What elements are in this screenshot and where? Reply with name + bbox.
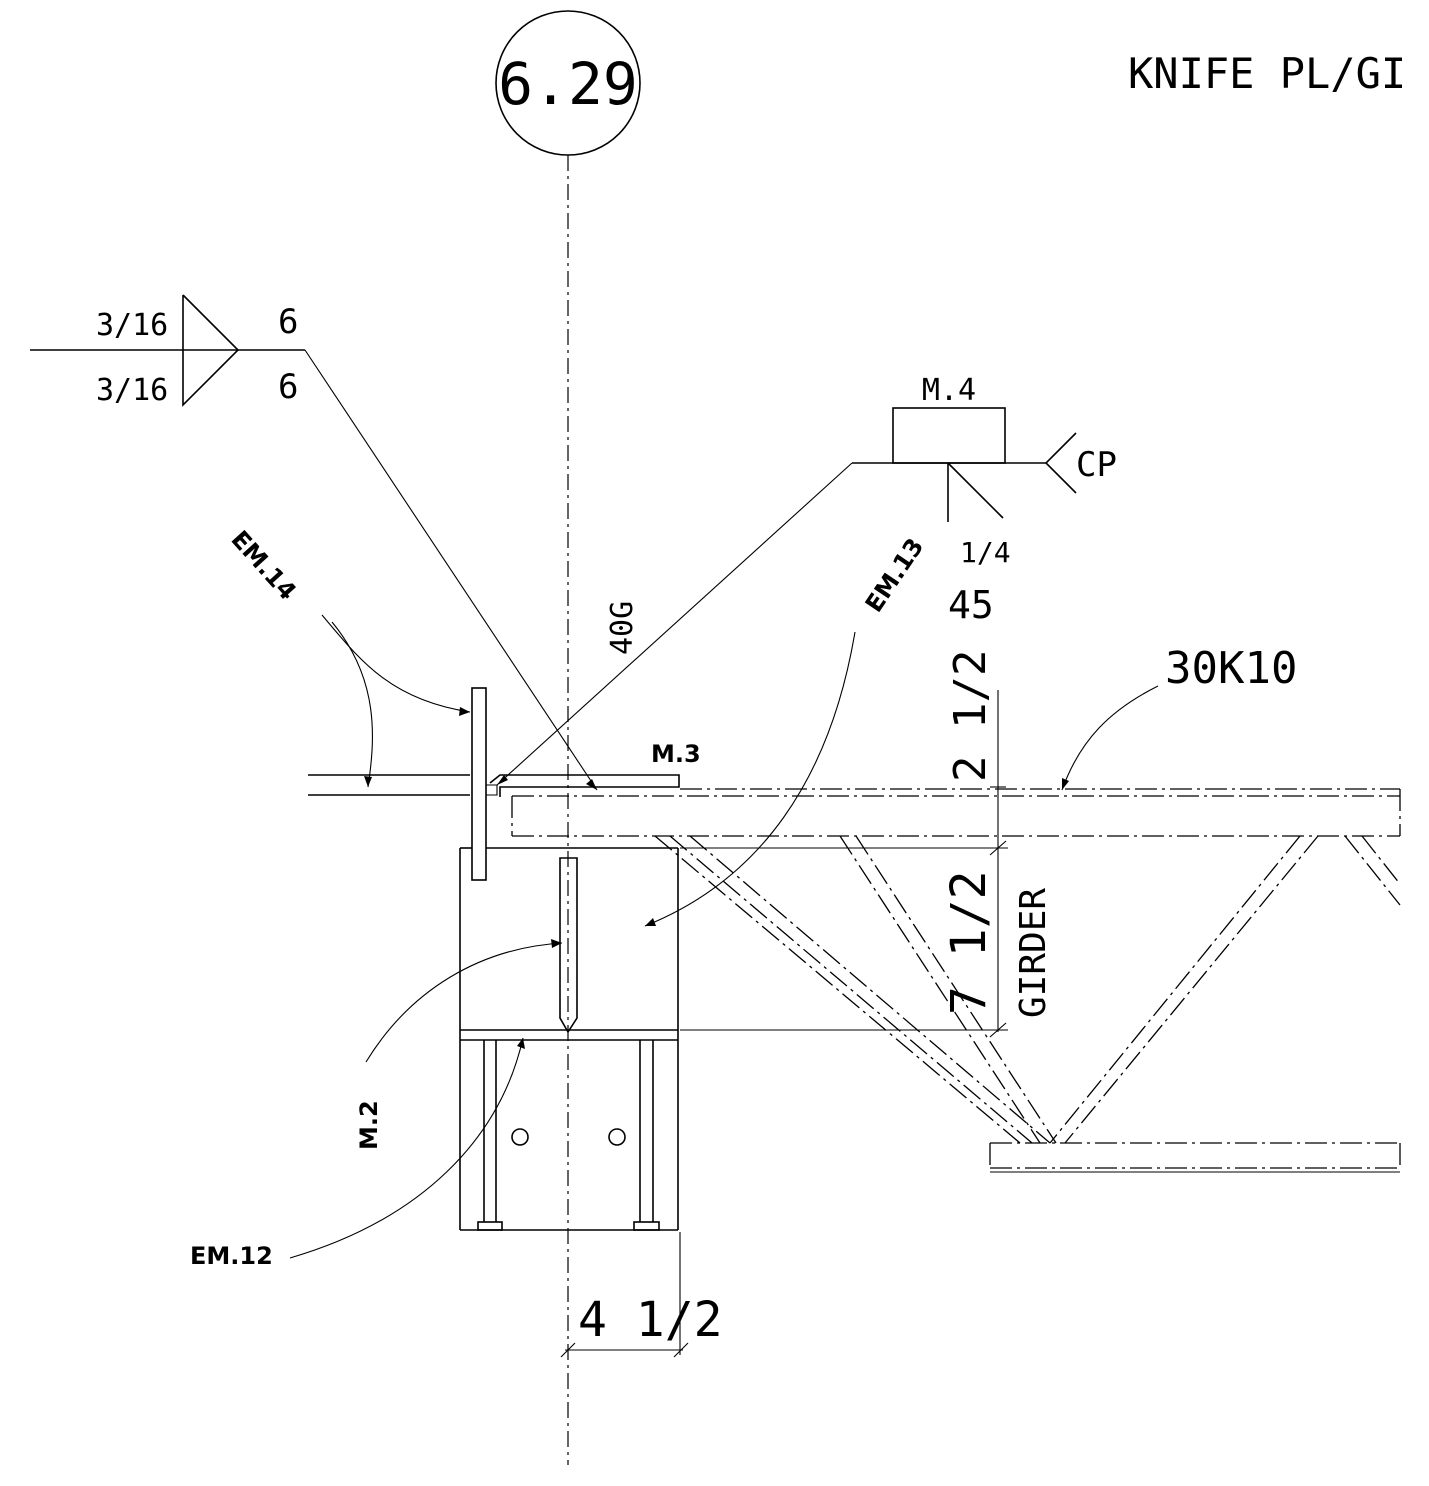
dim-offset: 4 1/2 bbox=[578, 1292, 723, 1348]
mark-m4: M.4 bbox=[922, 373, 976, 408]
joist-top-chord bbox=[511, 788, 1401, 837]
joist-bottom-chord bbox=[989, 1142, 1401, 1173]
horizontal-dimension bbox=[560, 1232, 689, 1358]
weld-cp-label: CP bbox=[1076, 445, 1117, 485]
weld-top-size: 3/16 bbox=[96, 308, 168, 343]
bevel-fraction: 1/4 bbox=[960, 536, 1011, 569]
girder-label: GIRDER bbox=[1013, 888, 1054, 1018]
joist-leader bbox=[1061, 685, 1159, 791]
knife-plate bbox=[471, 687, 487, 881]
vertical-dimensions bbox=[680, 690, 1008, 1038]
weld-bottom-size: 3/16 bbox=[96, 373, 168, 408]
anchor-studs bbox=[477, 1040, 660, 1231]
grid-bubble-label: 6.29 bbox=[498, 50, 638, 118]
dim-seat: 2 1/2 bbox=[945, 650, 996, 782]
fillet-weld-symbol bbox=[30, 294, 598, 791]
weld-bottom-length: 6 bbox=[278, 367, 298, 407]
m2-label: M.2 bbox=[355, 1100, 383, 1150]
left-beam bbox=[308, 774, 470, 796]
cp-weld-symbol bbox=[496, 407, 1077, 786]
m3-label: M.3 bbox=[651, 740, 701, 768]
m2-leader bbox=[365, 939, 563, 1063]
embed-box bbox=[459, 847, 679, 1231]
em13-leader bbox=[644, 631, 856, 927]
em14-leader bbox=[321, 614, 471, 788]
dim-depth: 7 1/2 bbox=[941, 871, 997, 1016]
bevel-angle: 45 bbox=[948, 583, 994, 627]
em13-label: EM.13 bbox=[860, 533, 930, 617]
knife-slot-m2 bbox=[559, 857, 578, 1034]
joist-web bbox=[654, 835, 1401, 1144]
weld-top-length: 6 bbox=[278, 302, 298, 342]
joist-label: 30K10 bbox=[1165, 643, 1297, 694]
em12-leader bbox=[289, 1037, 525, 1259]
gauge-label: 40G bbox=[605, 601, 640, 655]
seat-plate-m3 bbox=[489, 774, 680, 797]
detail-title: KNIFE PL/GI bbox=[1128, 49, 1406, 98]
em12-label: EM.12 bbox=[190, 1242, 273, 1270]
em14-label: EM.14 bbox=[226, 525, 302, 605]
